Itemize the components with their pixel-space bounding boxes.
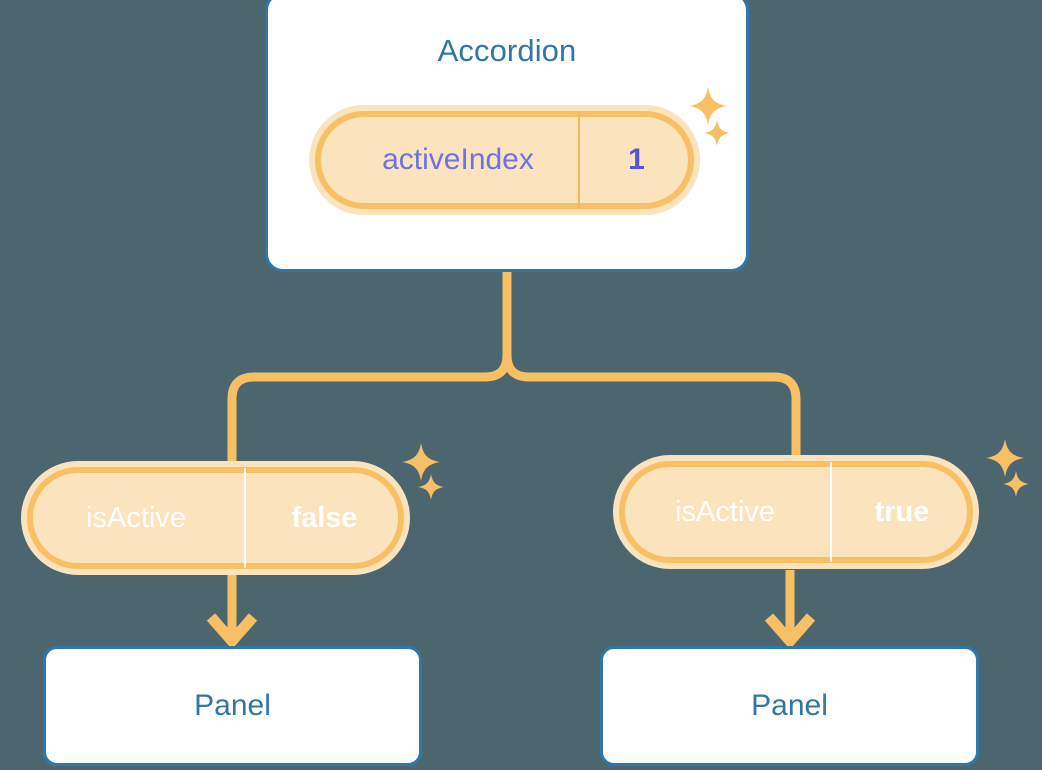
sparkle-icon-small	[418, 474, 444, 500]
connector-branch-right	[502, 350, 801, 475]
prop-pill-key: isActive	[28, 468, 246, 568]
connector-branch-left	[227, 350, 512, 483]
panel-component-card-right[interactable]: Panel	[600, 646, 979, 766]
down-arrow-left-head	[206, 613, 258, 650]
sparkle-icon-large	[986, 439, 1024, 477]
prop-pill-isactive-false[interactable]: isActive false	[21, 461, 410, 575]
state-pill-activeindex[interactable]: activeIndex 1	[309, 105, 700, 215]
sparkle-icon-large	[402, 443, 440, 481]
down-arrow-right-head	[764, 613, 816, 650]
state-pill-value: 1	[628, 143, 645, 176]
state-pill-key: activeIndex	[316, 112, 580, 208]
panel-component-card-left[interactable]: Panel	[43, 646, 422, 766]
prop-pill-value: true	[874, 495, 930, 528]
prop-pill-isactive-true[interactable]: isActive true	[613, 455, 979, 569]
panel-title: Panel	[751, 689, 828, 722]
prop-pill-value: false	[291, 501, 358, 534]
page-title: Accordion	[437, 33, 577, 68]
sparkle-icon-small	[1003, 471, 1029, 497]
prop-pill-key: isActive	[620, 462, 832, 562]
panel-title: Panel	[194, 689, 271, 722]
